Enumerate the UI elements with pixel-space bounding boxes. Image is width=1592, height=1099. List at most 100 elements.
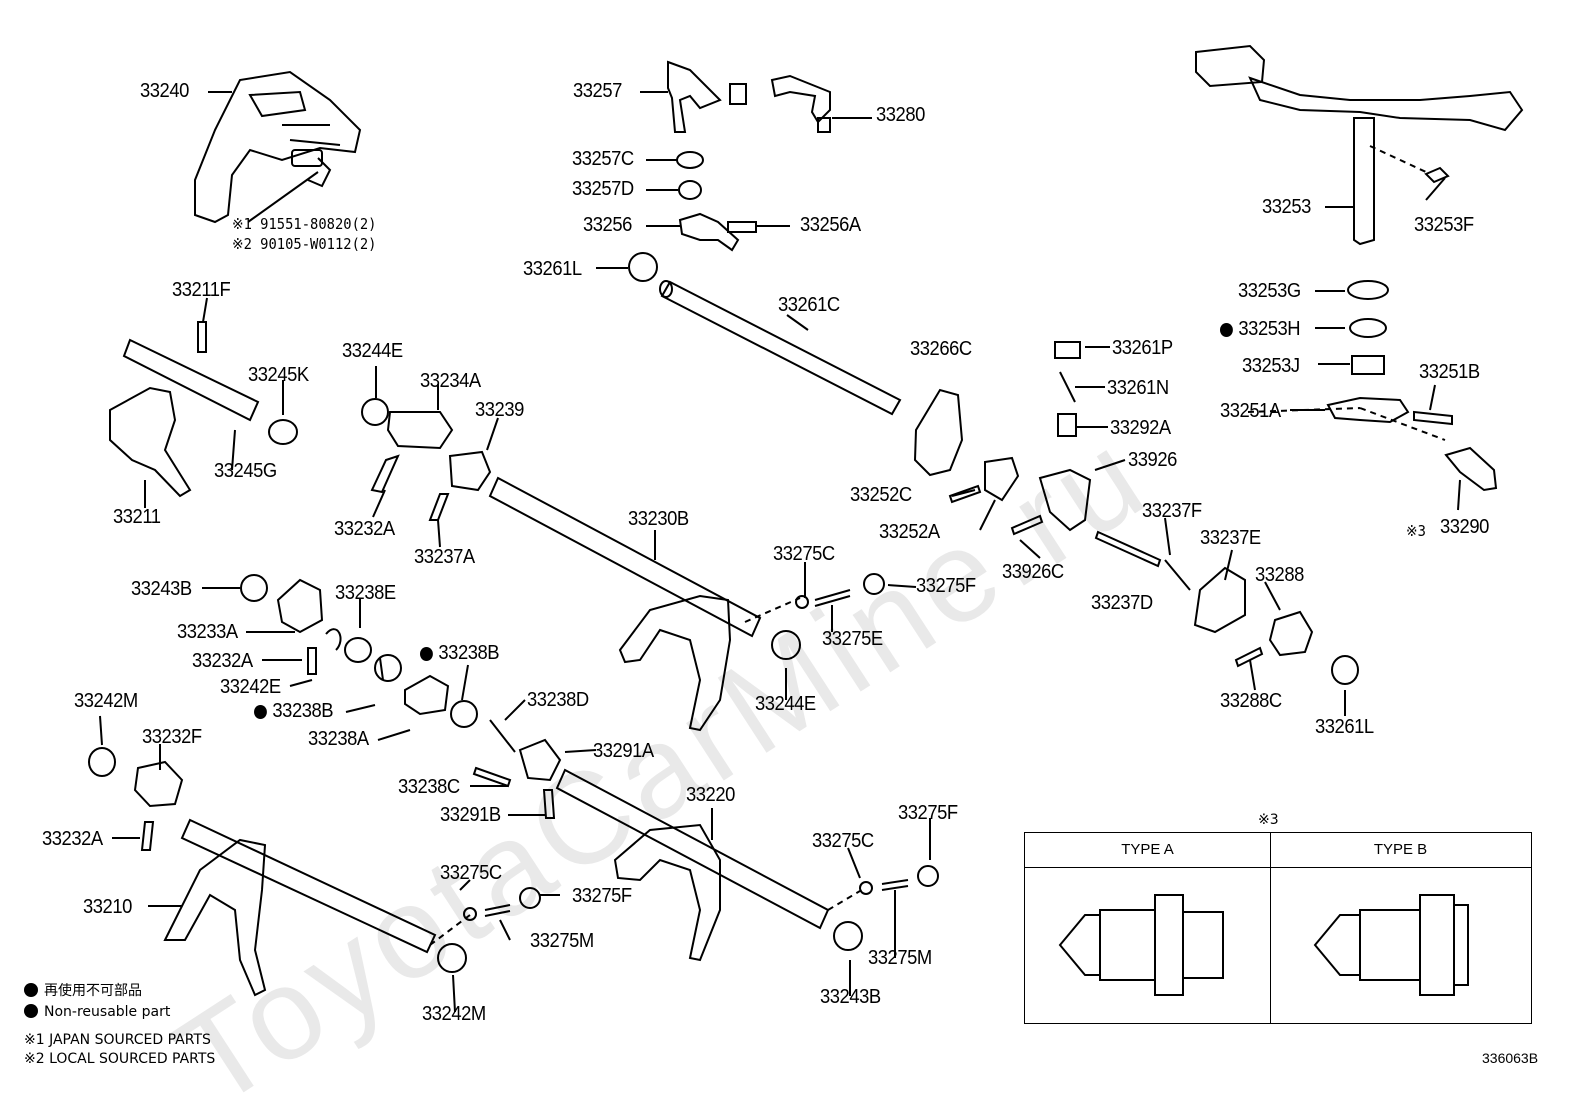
- label-33275F-left: 33275F: [572, 885, 632, 907]
- part-33275f-plug-a: [863, 573, 885, 595]
- legend-non-reusable-jp: 再使用不可部品: [24, 980, 142, 1000]
- part-33220-fork: [613, 823, 721, 962]
- label-33232A-top: 33232A: [334, 518, 395, 540]
- leader-line: [786, 314, 1346, 716]
- leader-line: [144, 297, 917, 700]
- label-33261L-top: 33261L: [523, 258, 582, 280]
- label-33244E-bottom: 33244E: [755, 693, 816, 715]
- part-33275c-ball-c: [859, 881, 873, 895]
- label-33232A-mid: 33232A: [192, 650, 253, 672]
- label-33237D: 33237D: [1091, 592, 1153, 614]
- part-33243b-bush-b: [833, 921, 863, 951]
- type-inset-box: TYPE A TYPE B: [1024, 832, 1532, 1024]
- part-33253g-washer: [1347, 280, 1389, 300]
- label-33253: 33253: [1262, 196, 1311, 218]
- label-33232F: 33232F: [142, 726, 202, 748]
- label-33926C: 33926C: [1002, 561, 1064, 583]
- label-33211: 33211: [113, 506, 161, 528]
- label-33253H-text: 33253H: [1238, 318, 1301, 340]
- part-33233a: [276, 578, 324, 634]
- label-33242E: 33242E: [220, 676, 281, 698]
- part-33290-plug: [1444, 446, 1498, 492]
- label-33275F-right: 33275F: [898, 802, 958, 824]
- note-local-bolt: ※2 90105-W0112(2): [232, 235, 377, 253]
- part-33261l-bush: [628, 252, 658, 282]
- inset-divider: [1270, 833, 1271, 1023]
- part-33211-fork: [109, 386, 192, 498]
- part-33238b-ring-b: [450, 700, 478, 728]
- label-33239: 33239: [475, 399, 524, 421]
- label-33237E: 33237E: [1200, 527, 1261, 549]
- part-33232a-pin: [370, 454, 400, 494]
- part-33266c: [913, 388, 964, 477]
- label-33926: 33926: [1128, 449, 1177, 471]
- label-33292A: 33292A: [1110, 417, 1171, 439]
- type-b-drawing: [1313, 894, 1469, 996]
- label-33280: 33280: [876, 104, 925, 126]
- label-33238B-left: 33238B: [254, 700, 334, 723]
- leader-line: [429, 597, 866, 946]
- part-33261n-spring: [1059, 371, 1076, 403]
- part-33257c-ring: [676, 151, 704, 169]
- label-33291A: 33291A: [593, 740, 654, 762]
- part-33257d-ring: [678, 180, 702, 200]
- label-33266C: 33266C: [910, 338, 972, 360]
- part-33237f-spring: [1164, 559, 1191, 591]
- part-33210-fork: [163, 838, 267, 997]
- part-33261p-plug: [1054, 341, 1081, 359]
- part-33238b-ring: [374, 654, 402, 682]
- part-33253-arm: [1248, 76, 1524, 132]
- label-33242M-bottom: 33242M: [422, 1003, 486, 1025]
- part-33237e: [1193, 566, 1246, 634]
- part-33253-shaft: [1353, 117, 1375, 246]
- leader-line: [1247, 407, 1446, 441]
- non-reusable-marker: [254, 705, 267, 719]
- part-33244e-bush-a: [361, 398, 389, 426]
- label-33257D: 33257D: [572, 178, 634, 200]
- part-33257-pin: [729, 83, 747, 105]
- part-33291a: [518, 738, 562, 782]
- label-33251B: 33251B: [1419, 361, 1480, 383]
- part-33261l-bush-b: [1331, 655, 1359, 685]
- part-33211-shaft: [122, 338, 260, 422]
- label-33253G: 33253G: [1238, 280, 1301, 302]
- type-a-label: TYPE A: [1121, 841, 1174, 858]
- label-33234A: 33234A: [420, 370, 481, 392]
- label-33290: 33290: [1440, 516, 1489, 538]
- part-33253j-bush: [1351, 355, 1385, 375]
- label-33256A: 33256A: [800, 214, 861, 236]
- part-33242m-bush-a: [88, 747, 116, 777]
- part-33257: [667, 60, 722, 133]
- part-33244e-bush-b: [771, 630, 801, 660]
- legend-japan-sourced: ※1 JAPAN SOURCED PARTS: [24, 1032, 211, 1048]
- label-33261C: 33261C: [778, 294, 840, 316]
- part-33288: [1268, 610, 1314, 657]
- part-33256: [678, 212, 740, 252]
- legend-non-reusable-en: Non-reusable part: [24, 1004, 170, 1020]
- part-33232a-pin-b: [307, 647, 317, 675]
- label-33256: 33256: [583, 214, 632, 236]
- non-reusable-marker: [1220, 323, 1233, 337]
- part-33275f-plug-c: [917, 865, 939, 887]
- part-33926c-pin: [1010, 514, 1044, 536]
- leader-line: [208, 91, 1461, 511]
- part-33253h-seal: [1349, 318, 1387, 338]
- label-33237F: 33237F: [1142, 500, 1202, 522]
- leader-line: [99, 587, 931, 1013]
- label-33261N: 33261N: [1107, 377, 1169, 399]
- part-33275m-spring-b: [881, 879, 909, 891]
- part-33288c-pin: [1234, 646, 1264, 668]
- note-japan-bolt: ※1 91551-80820(2): [232, 215, 377, 233]
- label-33232A-bottom: 33232A: [42, 828, 103, 850]
- legend-local-sourced: ※2 LOCAL SOURCED PARTS: [24, 1051, 216, 1067]
- label-33238B-right: 33238B: [420, 642, 500, 665]
- label-33238D: 33238D: [527, 689, 589, 711]
- part-33275f-plug-b: [519, 887, 541, 909]
- part-bolt-91551-shank: [307, 157, 332, 188]
- part-bolt-91551: [291, 149, 323, 167]
- legend-en-text: Non-reusable part: [44, 1004, 171, 1020]
- part-33251a: [1326, 396, 1410, 424]
- label-33288C: 33288C: [1220, 690, 1282, 712]
